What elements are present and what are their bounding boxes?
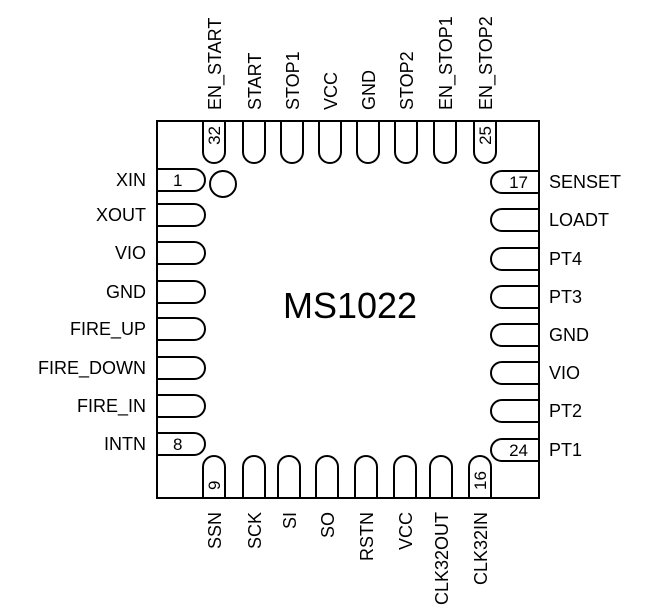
pin-label-stop2: STOP2 bbox=[397, 51, 417, 110]
pin-label-so: SO bbox=[318, 512, 338, 538]
pin-label-ssn: SSN bbox=[205, 512, 225, 549]
pin-label-stop1: STOP1 bbox=[283, 51, 303, 110]
pin-pad-left-xout bbox=[157, 203, 206, 227]
pin-label-vcc: VCC bbox=[396, 512, 416, 550]
pin-label-pt1: PT1 bbox=[549, 440, 582, 460]
pin-pad-right-senset bbox=[490, 170, 539, 194]
pin-label-en-stop2: EN_STOP2 bbox=[476, 16, 497, 110]
pin-label-xin: XIN bbox=[116, 170, 146, 190]
pin-pad-top-start bbox=[242, 121, 266, 164]
pin-pad-left-fire-up bbox=[157, 317, 206, 341]
pin-pad-right-gnd bbox=[490, 323, 539, 347]
pin-pad-bottom-clk32out bbox=[429, 455, 453, 498]
pin-label-clk32in: CLK32IN bbox=[471, 512, 491, 585]
pin-label-clk32out: CLK32OUT bbox=[432, 512, 452, 605]
pin-number-17: 17 bbox=[509, 173, 528, 192]
pin-label-si: SI bbox=[280, 512, 300, 529]
pin-pad-right-loadt bbox=[490, 208, 539, 232]
pin-number-25: 25 bbox=[476, 126, 495, 145]
pin-label-gnd: GND bbox=[359, 70, 379, 110]
pin-pad-right-pt2 bbox=[490, 399, 539, 423]
pin-pad-right-pt4 bbox=[490, 247, 539, 271]
pin-pad-top-en-stop1 bbox=[433, 121, 457, 164]
pin-pad-top-vcc bbox=[318, 121, 342, 164]
pin-label-fire-in: FIRE_IN bbox=[77, 396, 146, 417]
pin-pad-top-en-start bbox=[202, 121, 226, 164]
pin-label-gnd: GND bbox=[549, 325, 589, 345]
pin-label-gnd: GND bbox=[106, 282, 146, 302]
pin-label-loadt: LOADT bbox=[549, 210, 609, 230]
pin-pad-top-en-stop2 bbox=[473, 121, 497, 164]
pin-pad-bottom-sck bbox=[242, 455, 266, 498]
pin-label-xout: XOUT bbox=[96, 205, 146, 225]
pin-pad-top-stop2 bbox=[394, 121, 418, 164]
pin-number-1: 1 bbox=[173, 171, 182, 190]
pin-number-32: 32 bbox=[205, 126, 224, 145]
pin-pad-left-intn bbox=[157, 432, 206, 456]
pin-label-vcc: VCC bbox=[321, 72, 341, 110]
pin-pad-right-pt3 bbox=[490, 285, 539, 309]
pin-label-pt3: PT3 bbox=[549, 287, 582, 307]
pin-pad-right-vio bbox=[490, 361, 539, 385]
pin-pad-left-fire-in bbox=[157, 394, 206, 418]
pin-label-vio: VIO bbox=[115, 243, 146, 263]
pin-pad-left-fire-down bbox=[157, 356, 206, 380]
pin-pad-bottom-so bbox=[315, 455, 339, 498]
pin-label-intn: INTN bbox=[104, 434, 146, 454]
pin-label-en-start: EN_START bbox=[205, 18, 226, 110]
pin-label-sck: SCK bbox=[245, 512, 265, 549]
chip-name: MS1022 bbox=[283, 285, 417, 326]
pin-label-pt2: PT2 bbox=[549, 401, 582, 421]
pin-label-rstn: RSTN bbox=[357, 512, 377, 561]
pin-label-en-stop1: EN_STOP1 bbox=[436, 16, 457, 110]
pin-pad-top-stop1 bbox=[280, 121, 304, 164]
pin-pad-left-gnd bbox=[157, 280, 206, 304]
pin-number-9: 9 bbox=[205, 481, 224, 490]
pin1-marker-dot bbox=[209, 170, 237, 198]
pin-pad-bottom-rstn bbox=[354, 455, 378, 498]
pin-pad-bottom-clk32in bbox=[468, 455, 492, 498]
pin-number-16: 16 bbox=[471, 471, 490, 490]
pin-label-start: START bbox=[245, 53, 265, 110]
pin-number-24: 24 bbox=[509, 441, 528, 460]
pin-label-fire-up: FIRE_UP bbox=[70, 319, 146, 340]
pin-pad-bottom-ssn bbox=[202, 455, 226, 498]
pin-label-senset: SENSET bbox=[549, 172, 621, 192]
pin-number-8: 8 bbox=[173, 435, 182, 454]
pin-pad-right-pt1 bbox=[490, 438, 539, 462]
pin-pad-left-xin bbox=[157, 168, 206, 192]
pin-pad-bottom-vcc bbox=[393, 455, 417, 498]
pin-pad-top-gnd bbox=[356, 121, 380, 164]
pin-pad-left-vio bbox=[157, 241, 206, 265]
pin-label-vio: VIO bbox=[549, 363, 580, 383]
chip-body bbox=[156, 120, 540, 499]
pin-label-fire-down: FIRE_DOWN bbox=[38, 358, 146, 379]
pin-pad-bottom-si bbox=[277, 455, 301, 498]
pin-label-pt4: PT4 bbox=[549, 249, 582, 269]
